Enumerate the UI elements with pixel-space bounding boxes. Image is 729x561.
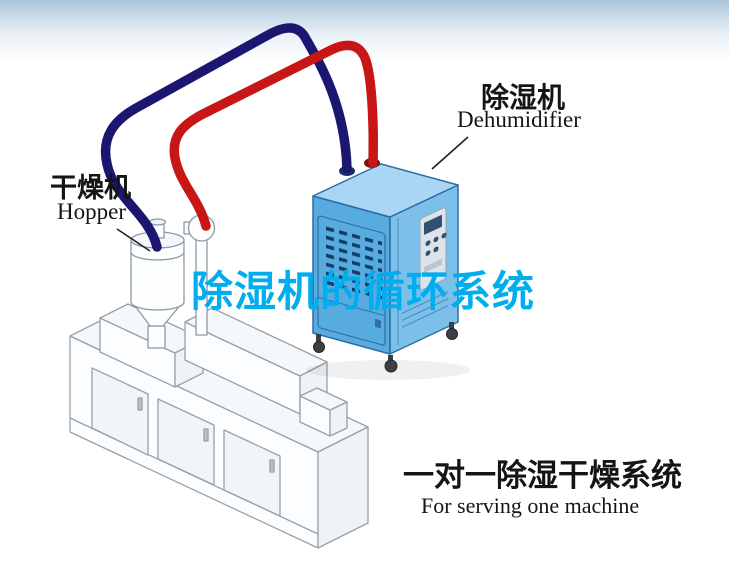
side-vent-line [402,291,448,314]
dehumidifier-top-face [312,163,459,218]
cabinet-door-panel [223,429,281,517]
side-vent-line [402,305,448,328]
dryer-cylinder-body [130,240,185,311]
door-latch [375,318,381,329]
dehumidifier-side-details [397,207,448,346]
caster-wheels [313,322,458,373]
die-top [299,387,348,411]
vent-slots [322,224,382,302]
hopper-label-cn: 干燥机 [50,173,131,203]
control-button [433,246,439,253]
caption-en: For serving one machine [421,493,640,518]
door-handle [137,397,143,411]
control-slider [424,258,442,274]
pipe-red [169,40,378,231]
front-door-outline [317,215,386,346]
dehumidifier-front-details [317,215,386,346]
control-button [441,232,447,239]
pipe-navy [100,23,352,252]
dehumidifier-unit [306,158,470,380]
cabinet-right-face [317,426,369,549]
hopper-leader-line [116,228,151,252]
dehumidifier-leader-line [431,136,469,170]
caption-cn: 一对一除湿干燥系统 [403,458,682,493]
side-vent-line [402,298,448,321]
control-button [425,250,431,256]
dryer-lid-seam [130,251,185,261]
dehumidifier-label-cn: 除湿机 [481,82,566,113]
control-display [424,214,442,236]
dehumidifier-label-en: Dehumidifier [457,107,581,132]
control-button [425,240,431,246]
hopper-dryer [130,214,216,349]
control-button [433,236,439,243]
door-handle [269,459,275,473]
cabinet-door-panel [91,367,149,456]
page-title: 除湿机的循环系统 [191,268,536,315]
cabinet-door-panel [157,398,215,486]
caster-wheel [446,328,458,340]
door-handle [203,428,209,442]
hopper-label-en: Hopper [57,199,126,224]
hopper-feed-tube [147,325,166,349]
caster-wheel [384,359,398,373]
extruder-machine [69,303,369,549]
front-seam-line [318,296,385,317]
caster-wheel [313,341,325,353]
